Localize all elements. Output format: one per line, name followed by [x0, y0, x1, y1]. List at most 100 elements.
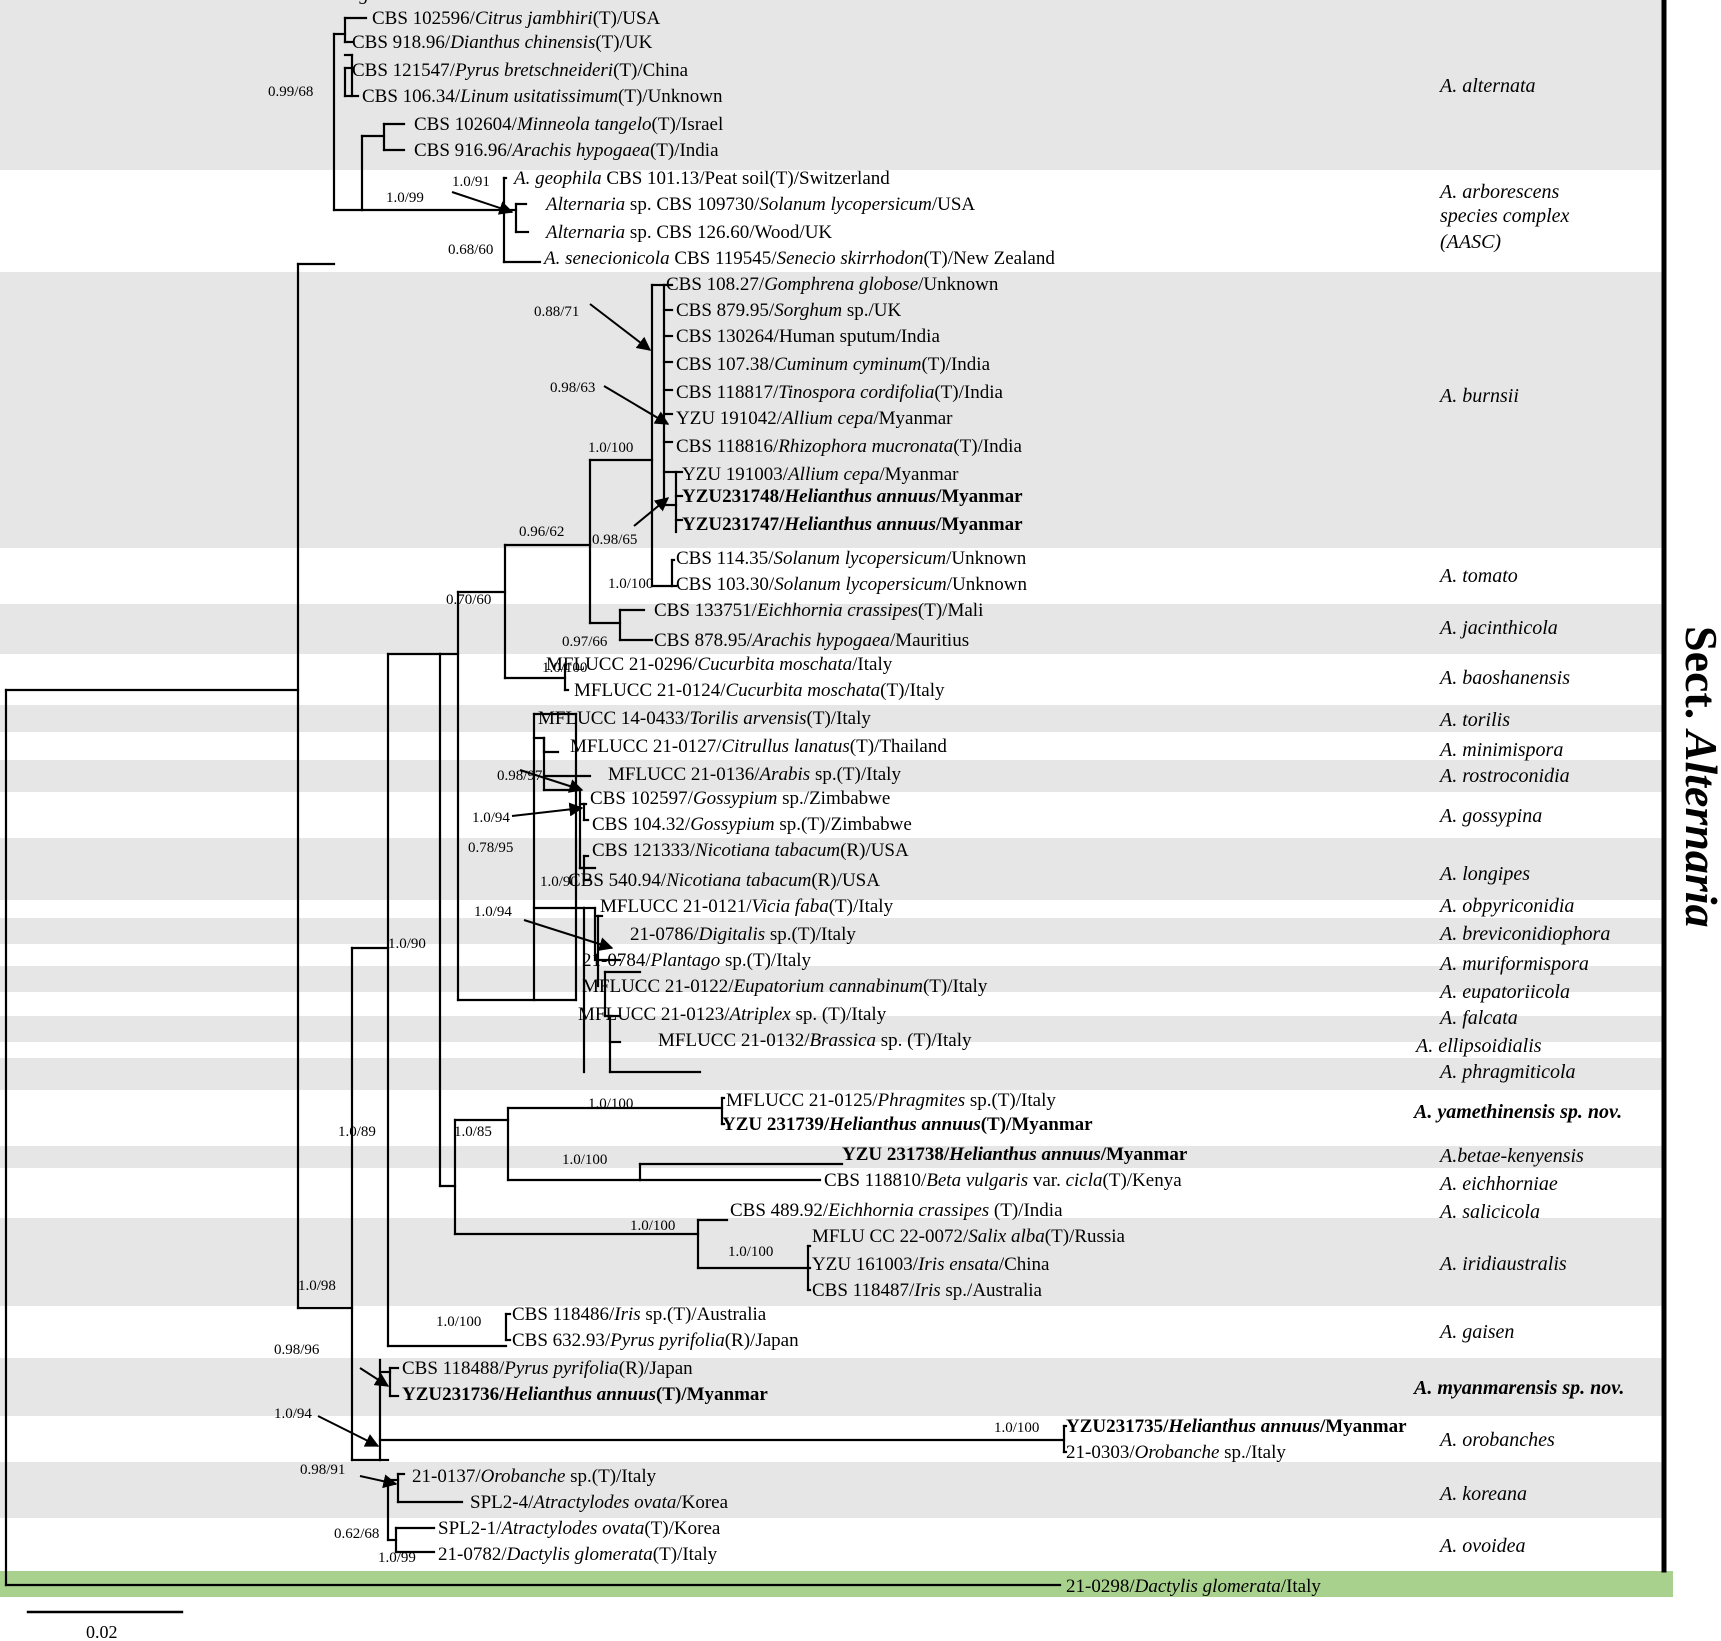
taxon-label: CBS 133751/Eichhornia crassipes(T)/Mali [654, 600, 983, 621]
taxon-label: YZU 161003/Iris ensata/China [812, 1254, 1050, 1275]
clade-band [0, 944, 1663, 966]
support-value: 1.0/85 [454, 1124, 492, 1140]
support-value: 0.96/62 [519, 524, 564, 540]
clade-band [0, 1016, 1663, 1042]
support-value: 0.88/71 [534, 304, 579, 320]
clade-band [0, 0, 1663, 170]
taxon-label: 21-0782/Dactylis glomerata(T)/Italy [438, 1544, 718, 1565]
taxon-label: CBS 108.27/Gomphrena globose/Unknown [666, 274, 999, 295]
taxon-label: SPL2-1/Atractylodes ovata(T)/Korea [438, 1518, 721, 1539]
species-label: A. falcata [1438, 1007, 1518, 1029]
taxon-label: CBS 103.30/Solanum lycopersicum/Unknown [676, 574, 1027, 595]
species-label: A. ellipsoidialis [1414, 1035, 1542, 1057]
species-label: A. minimispora [1438, 739, 1563, 761]
support-value: 1.0/100 [994, 1420, 1039, 1436]
clade-band [0, 792, 1663, 838]
taxon-label: CBS 118486/Iris sp.(T)/Australia [512, 1304, 767, 1325]
species-label: A. phragmiticola [1438, 1061, 1576, 1083]
taxon-label: MFLUCC 21-0124/Cucurbita moschata(T)/Ita… [574, 680, 945, 701]
support-value: 0.98/63 [550, 380, 595, 396]
support-value: 0.99/68 [268, 84, 313, 100]
species-label: A. iridiaustralis [1438, 1253, 1567, 1275]
clade-band [0, 1358, 1663, 1416]
taxon-label: 21-0137/Orobanche sp.(T)/Italy [412, 1466, 657, 1487]
species-label: A. rostroconidia [1438, 765, 1570, 787]
support-value: 0.98/65 [592, 532, 637, 548]
taxon-label: YZU 231738/Helianthus annuus/Myanmar [842, 1144, 1188, 1165]
clade-band [0, 918, 1663, 944]
clade-band [0, 966, 1663, 992]
taxon-label: MFLUCC 21-0296/Cucurbita moschata/Italy [546, 654, 893, 675]
support-value: 0.97/66 [562, 634, 608, 650]
taxon-label: YZU231747/Helianthus annuus/Myanmar [682, 514, 1023, 535]
taxon-label: MFLUCC 21-0132/Brassica sp. (T)/Italy [658, 1030, 972, 1051]
section-title: Sect. Alternaria [1676, 626, 1721, 928]
taxon-label: CBS 118816/Rhizophora mucronata(T)/India [676, 436, 1022, 457]
clade-band [0, 272, 1663, 548]
taxon-label: CBS 918.96/Dianthus chinensis(T)/UK [352, 32, 653, 53]
taxon-label: CBS 118810/Beta vulgaris var. cicla(T)/K… [824, 1170, 1182, 1191]
support-value: 1.0/91 [452, 174, 490, 190]
support-arrow [633, 497, 670, 527]
taxon-label: CBS 102596/Citrus jambhiri(T)/USA [372, 8, 661, 29]
support-value: 1.0/99 [378, 1550, 416, 1566]
taxon-label: CBS 916.96/Arachis hypogaea(T)/India [414, 140, 719, 161]
taxon-label: CBS 118487/Iris sp./Australia [812, 1280, 1043, 1301]
taxon-label: A. alternantherae CBS 124392/Solanum mel… [0, 0, 448, 5]
clade-band [0, 1462, 1663, 1518]
support-value: 0.62/68 [334, 1526, 379, 1542]
species-label: A. ovoidea [1438, 1535, 1526, 1557]
taxon-label: YZU231736/Helianthus annuus(T)/Myanmar [402, 1384, 768, 1405]
support-value: 1.0/89 [338, 1124, 376, 1140]
support-value: 1.0/100 [608, 576, 653, 592]
clade-band [0, 548, 1663, 604]
taxon-label: Alternaria sp. CBS 126.60/Wood/UK [544, 222, 832, 243]
taxon-label: A. senecionicola CBS 119545/Senecio skir… [542, 248, 1055, 269]
species-label: A. obpyriconidia [1438, 895, 1574, 917]
taxon-label: CBS 102597/Gossypium sp./Zimbabwe [590, 788, 890, 809]
species-label: A. longipes [1438, 863, 1530, 885]
species-label: A. alternata [1438, 75, 1536, 97]
taxon-label: 21-0303/Orobanche sp./Italy [1066, 1442, 1286, 1463]
clade-band [0, 900, 1663, 918]
clade-band [0, 760, 1663, 792]
taxon-label: YZU 191003/Allium cepa/Myanmar [682, 464, 959, 485]
clade-band [0, 705, 1663, 732]
taxon-label: MFLUCC 21-0123/Atriplex sp. (T)/Italy [578, 1004, 887, 1025]
taxon-label: Alternaria sp. CBS 109730/Solanum lycope… [544, 194, 975, 215]
support-value: 1.0/94 [472, 810, 510, 826]
clade-band [0, 1168, 1663, 1218]
taxon-label: YZU231748/Helianthus annuus/Myanmar [682, 486, 1023, 507]
taxon-label: CBS 118817/Tinospora cordifolia(T)/India [676, 382, 1003, 403]
species-label: A. gossypina [1438, 805, 1542, 827]
clade-band [0, 654, 1663, 705]
clade-band [0, 992, 1663, 1016]
species-label: A. burnsii [1438, 385, 1519, 407]
taxon-label: 21-0784/Plantago sp.(T)/Italy [582, 950, 812, 971]
support-arrow [451, 191, 514, 215]
support-value: 1.0/90 [540, 874, 578, 890]
taxon-label: 21-0786/Digitalis sp.(T)/Italy [630, 924, 856, 945]
support-value: 1.0/100 [630, 1218, 675, 1234]
support-value: 0.70/60 [446, 592, 491, 608]
support-value: 0.98/91 [300, 1462, 345, 1478]
species-label: A.betae-kenyensis [1438, 1145, 1584, 1167]
support-value: 0.98/96 [274, 1342, 320, 1358]
taxon-label: CBS 130264/Human sputum/India [676, 326, 940, 347]
support-arrow [317, 1415, 380, 1447]
clade-band [0, 1058, 1663, 1090]
taxon-label: MFLU CC 22-0072/Salix alba(T)/Russia [812, 1226, 1126, 1247]
species-label: A. myanmarensis sp. nov. [1412, 1377, 1624, 1399]
species-label: A. breviconidiophora [1438, 923, 1610, 945]
species-label: A. arborescens [1438, 181, 1559, 203]
taxon-label: CBS 879.95/Sorghum sp./UK [676, 300, 902, 321]
species-label: A. eupatoriicola [1438, 981, 1570, 1003]
support-value: 0.78/95 [468, 840, 513, 856]
support-value: 1.0/100 [588, 440, 633, 456]
clade-band [0, 1518, 1663, 1571]
taxon-label: CBS 121547/Pyrus bretschneideri(T)/China [352, 60, 689, 81]
support-value: 1.0/98 [298, 1278, 336, 1294]
taxon-label: YZU 231739/Helianthus annuus(T)/Myanmar [722, 1114, 1093, 1135]
support-arrow [589, 303, 652, 351]
